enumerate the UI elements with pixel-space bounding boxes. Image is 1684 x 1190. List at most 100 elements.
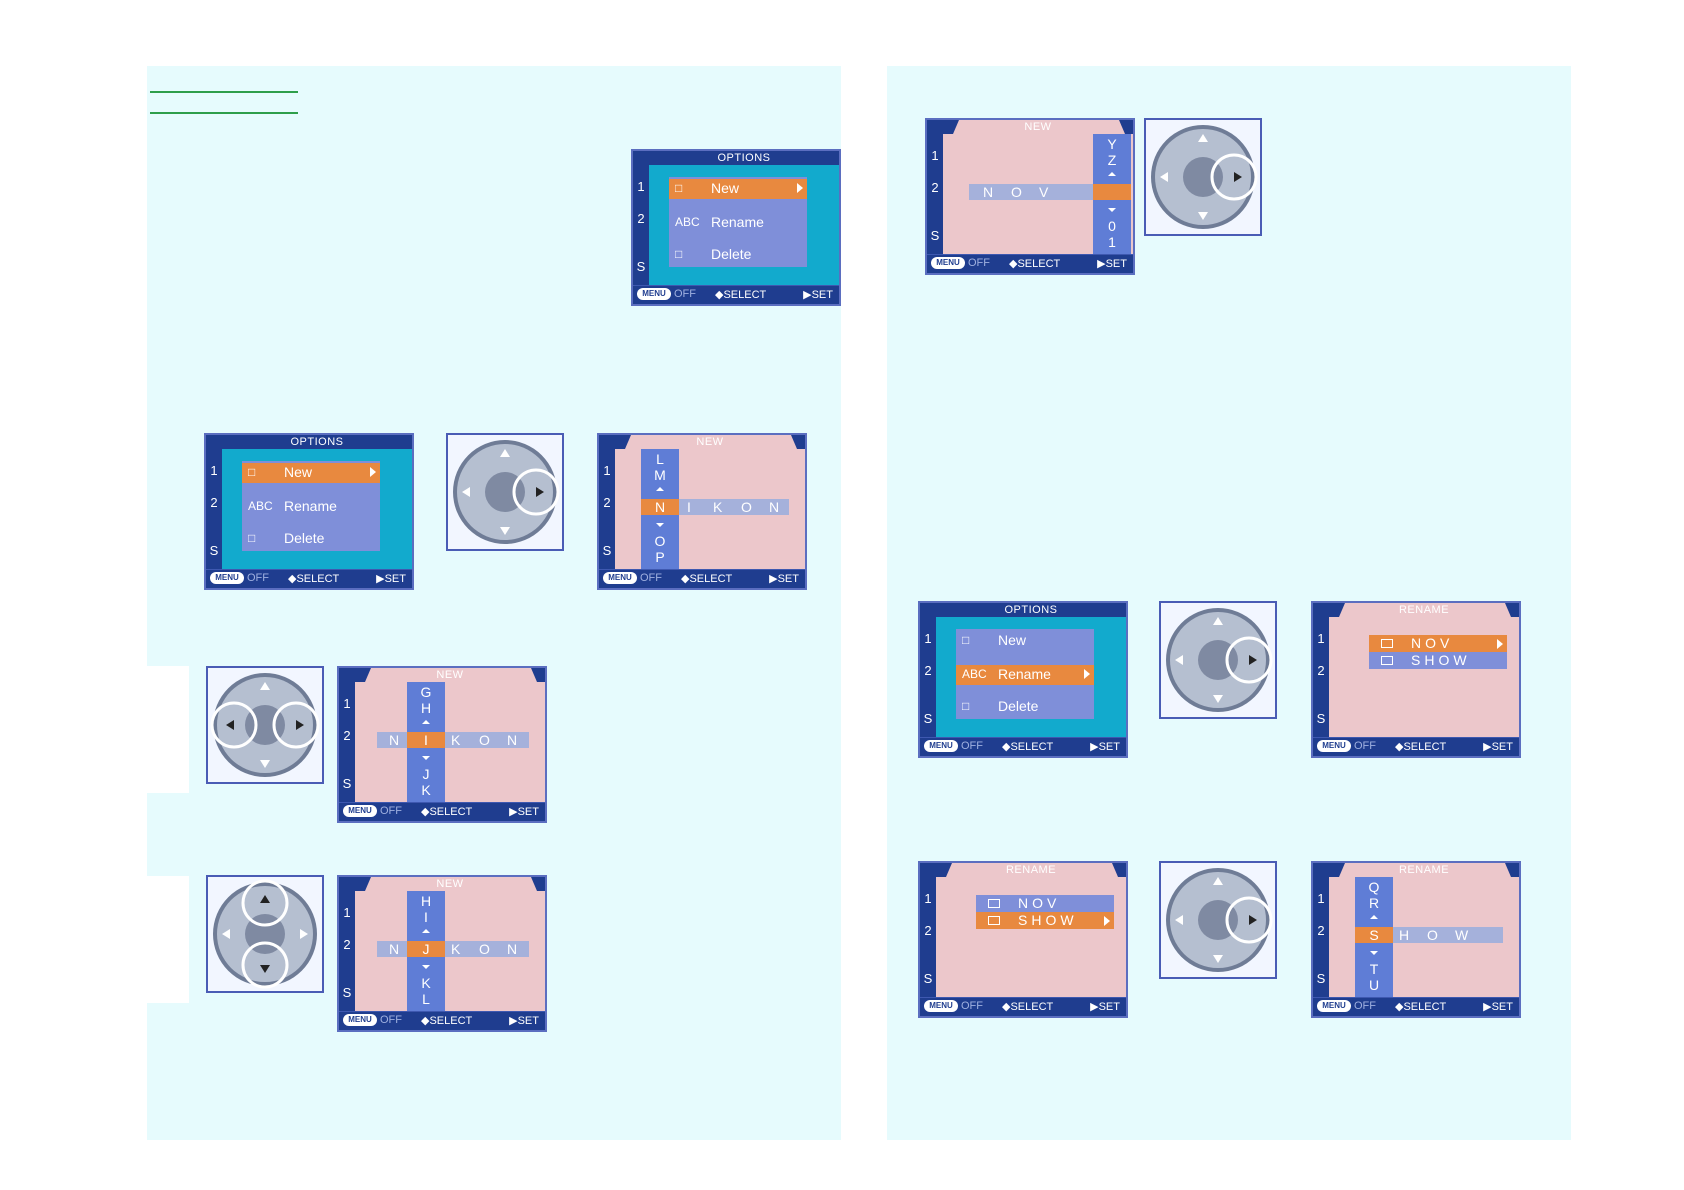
menu-item-new[interactable]: □New (669, 179, 807, 199)
side-2: 2 (931, 180, 939, 195)
side-1: 1 (343, 696, 351, 711)
char: O (1011, 184, 1022, 200)
footer-off: OFF (1354, 1000, 1376, 1012)
side-1: 1 (603, 463, 611, 478)
char: N (769, 499, 780, 515)
char: O (479, 732, 490, 748)
char: S (1369, 927, 1379, 943)
abc-icon: ABC (675, 215, 700, 229)
lcd-tab (1339, 863, 1511, 877)
footer-set: ▶SET (376, 573, 406, 585)
lcd-body: Q R T U H O W S (1329, 877, 1519, 998)
side-s: S (636, 259, 646, 274)
char: W (1455, 927, 1469, 943)
folder-name: SHOW (1018, 912, 1078, 928)
margin-block (147, 666, 189, 793)
footer-off: OFF (674, 288, 696, 300)
arrow-down-icon (656, 523, 664, 527)
char: I (424, 909, 428, 925)
folder-icon (988, 916, 1000, 925)
side-2: 2 (210, 495, 218, 510)
name-row: I K O N (679, 499, 789, 515)
folder-name: NOV (1018, 895, 1061, 911)
multi-selector-icon (453, 440, 560, 544)
folder-name: SHOW (1411, 652, 1471, 668)
side-1: 1 (924, 631, 932, 646)
trash-folder-icon: □ (248, 531, 256, 545)
multi-selector-icon (1151, 125, 1258, 229)
margin-block (147, 876, 189, 1003)
char: N (389, 732, 400, 748)
menu-item-delete[interactable]: □Delete (956, 697, 1094, 717)
menu-item-new[interactable]: □New (956, 631, 1094, 651)
side-2: 2 (343, 937, 351, 952)
menu-item-delete[interactable]: □Delete (242, 529, 380, 549)
folder-item-nov[interactable]: NOV (976, 895, 1114, 912)
side-2: 2 (924, 663, 932, 678)
arrow-right-icon (797, 183, 803, 193)
menu-label: Rename (998, 666, 1051, 682)
char: Q (1368, 879, 1380, 895)
folder-item-show[interactable]: SHOW (976, 912, 1114, 929)
char: N (654, 499, 666, 515)
lcd-title: NEW (436, 669, 464, 681)
lcd-body: H I K L N K O N J (355, 891, 545, 1012)
footer-off: OFF (380, 1014, 402, 1026)
lcd-body: NOV SHOW (936, 877, 1126, 998)
char: V (1039, 184, 1049, 200)
footer-set: ▶SET (769, 573, 799, 585)
menu-badge: MENU (210, 572, 244, 584)
folder-name: NOV (1411, 635, 1454, 651)
footer-set: ▶SET (803, 289, 833, 301)
menu-item-new[interactable]: □New (242, 463, 380, 483)
lcd-title: NEW (696, 436, 724, 448)
char: K (713, 499, 723, 515)
multi-selector-up-down (206, 875, 324, 993)
arrow-right-icon (370, 467, 376, 477)
side-s: S (1316, 971, 1326, 986)
lcd-title: NEW (1024, 121, 1052, 133)
footer-off: OFF (968, 257, 990, 269)
arrow-right-icon (1497, 639, 1503, 649)
char: N (507, 732, 518, 748)
footer-select: ◆SELECT (715, 289, 767, 301)
arrow-down-icon (422, 965, 430, 969)
multi-selector-right (446, 433, 564, 551)
multi-selector-icon (1166, 608, 1273, 712)
char: K (421, 782, 431, 798)
folder-icon: □ (962, 633, 970, 647)
lcd-title: NEW (436, 878, 464, 890)
char: K (451, 941, 461, 957)
menu-item-delete[interactable]: □Delete (669, 245, 807, 265)
lcd-title: OPTIONS (290, 436, 344, 448)
footer-set: ▶SET (509, 1015, 539, 1027)
char: N (507, 941, 518, 957)
menu-label: Delete (711, 246, 752, 262)
side-1: 1 (210, 463, 218, 478)
menu-badge: MENU (343, 1014, 377, 1026)
folder-icon: □ (675, 181, 683, 195)
side-s: S (342, 985, 352, 1000)
arrow-up-icon (1108, 172, 1116, 176)
folder-item-show[interactable]: SHOW (1369, 652, 1507, 669)
folder-item-nov[interactable]: NOV (1369, 635, 1507, 652)
char: K (421, 975, 431, 991)
multi-selector-icon (213, 879, 317, 989)
footer-set: ▶SET (1097, 258, 1127, 270)
